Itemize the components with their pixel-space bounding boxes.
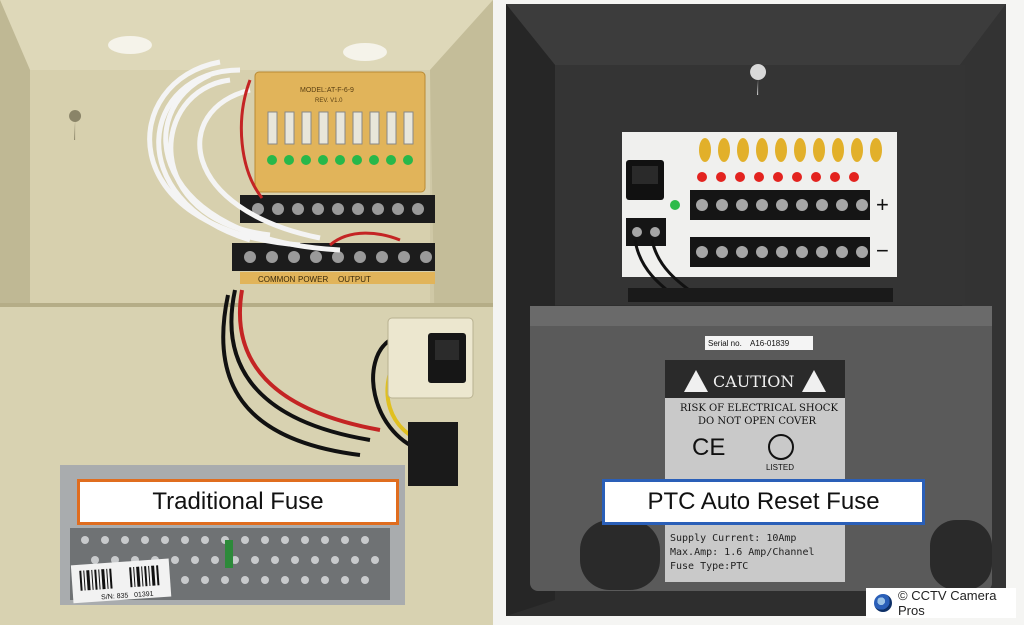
camera-lens-icon [874,594,892,612]
serial-sticker-code: 01391 [134,591,154,599]
board-rev-text: REV. V1.0 [315,98,343,104]
watermark: © CCTV Camera Pros [866,588,1016,618]
ptc-fuse-row [699,138,882,162]
terminal-label-output: OUTPUT [338,275,371,284]
spec-line-1: Supply Current: 10Amp [670,533,796,544]
board-model-text: MODEL:AT-F-6-9 [300,87,354,94]
right-cabinet-photo: + − Serial no. A16-01839 CAUTION RISK OF [500,0,1024,625]
serial-value: A16-01839 [750,339,790,348]
serial-label: Serial no. [708,339,742,348]
ul-mark-icon [768,434,794,460]
spec-line-3: Fuse Type:PTC [670,561,748,572]
barcode [79,565,160,591]
ce-mark: CE [692,434,725,461]
plus-terminal-sign: + [876,192,889,217]
terminal-label-common: COMMON [258,275,296,284]
left-cabinet-photo: MODEL:AT-F-6-9 REV. V1.0 [0,0,493,625]
serial-sticker-label: S/N: 835 [101,592,129,601]
caption-ptc-fuse: PTC Auto Reset Fuse [602,479,925,525]
caution-line-1: RISK OF ELECTRICAL SHOCK [680,403,838,414]
minus-terminal-sign: − [876,238,889,263]
ul-listed-text: LISTED [766,463,794,472]
watermark-text: © CCTV Camera Pros [898,588,997,618]
glass-fuse-row [267,111,414,145]
caution-title: CAUTION [713,372,794,391]
white-wire-bundle [147,59,341,253]
spec-line-2: Max.Amp: 1.6 Amp/Channel [670,547,815,558]
red-led-row [697,172,859,182]
caption-traditional-fuse: Traditional Fuse [77,479,399,525]
terminal-label-power: POWER [298,275,328,284]
green-led-row [267,155,413,165]
caution-line-2: DO NOT OPEN COVER [698,416,817,427]
